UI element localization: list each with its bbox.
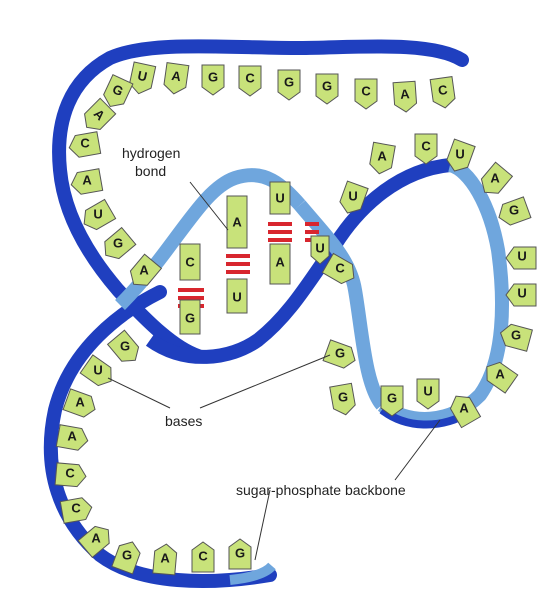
base-letter: A — [82, 173, 92, 188]
base: A — [270, 244, 290, 284]
base-letter: A — [400, 86, 411, 102]
base-letter: G — [113, 236, 123, 251]
base-letter: A — [459, 401, 469, 416]
base-letter: G — [284, 75, 294, 90]
base-letter: A — [139, 263, 149, 278]
base-letter: C — [71, 501, 81, 516]
base-letter: A — [495, 367, 505, 382]
base-letter: G — [335, 346, 345, 361]
base-letter: C — [335, 261, 345, 276]
base-letter: G — [208, 70, 218, 85]
base: U — [270, 182, 290, 214]
base-letter: U — [93, 207, 102, 222]
base-letter: C — [361, 84, 371, 99]
base-letter: C — [80, 136, 90, 151]
base-letter: G — [120, 339, 130, 354]
bases-label: bases — [165, 413, 202, 429]
base-letter: G — [235, 546, 245, 561]
base-letter: A — [91, 531, 101, 546]
base-letter: A — [232, 215, 242, 230]
base-letter: C — [245, 71, 255, 86]
base-letter: U — [455, 147, 464, 162]
base-letter: A — [75, 395, 85, 410]
hydrogen-label-line1: hydrogen — [122, 145, 180, 161]
base: A — [227, 196, 247, 248]
base-letter: A — [490, 171, 500, 186]
base-letter: G — [151, 71, 161, 86]
base-letter: U — [93, 363, 102, 378]
base-letter: A — [160, 551, 170, 566]
base-letter: U — [423, 384, 432, 399]
base-letter: G — [338, 390, 348, 405]
base-letter: G — [122, 548, 132, 563]
base: G — [180, 300, 200, 334]
hbond-3 — [268, 222, 292, 242]
base-letter: G — [511, 328, 521, 343]
base-letter: G — [509, 203, 519, 218]
base-letter: A — [67, 429, 77, 444]
base-letter: U — [348, 189, 357, 204]
base: C — [180, 244, 200, 280]
hydrogen-label-line2: bond — [135, 163, 166, 179]
base-letter: U — [315, 241, 324, 256]
base-letter: C — [198, 549, 208, 564]
base-letter: G — [185, 311, 195, 326]
hbond-2 — [226, 254, 250, 274]
backbone-label: sugar-phosphate backbone — [236, 482, 406, 498]
base-letter: G — [322, 79, 332, 94]
base-letter: U — [232, 290, 241, 305]
base: U — [227, 279, 247, 313]
base-letter: C — [185, 255, 195, 270]
base-letter: C — [421, 139, 431, 154]
base-letter: G — [387, 391, 397, 406]
base-letter: U — [517, 249, 526, 264]
base-letter: A — [377, 149, 387, 164]
base-letter: U — [517, 286, 526, 301]
base-letter: C — [65, 466, 75, 481]
base-letter: U — [275, 191, 284, 206]
base-letter: A — [275, 255, 285, 270]
